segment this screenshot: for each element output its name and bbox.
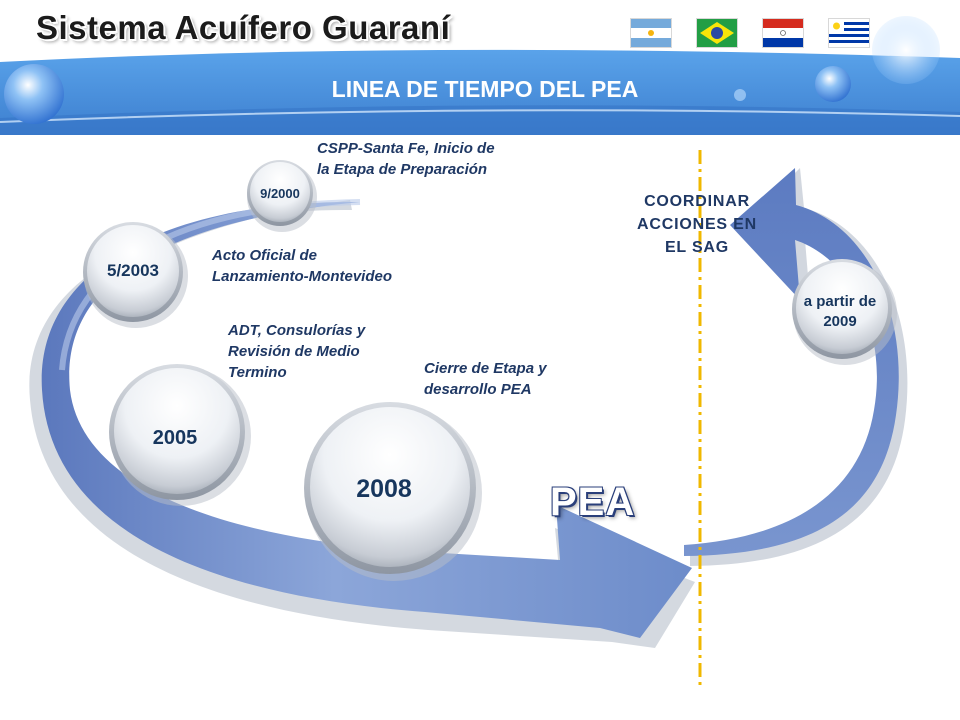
milestone-ball-2005 <box>109 364 251 506</box>
paraguay-flag-icon <box>762 18 804 48</box>
coordinar-line3: EL SAG <box>664 239 730 256</box>
note-acto-oficial: Acto Oficial de Lanzamiento-Montevideo <box>212 245 392 287</box>
milestone-ball-5-2003 <box>83 222 188 328</box>
badge-label-9-2000: 9/2000 <box>260 186 300 201</box>
coordinar-line1: COORDINAR <box>644 193 750 210</box>
coordinar-line2: ACCIONES EN <box>637 216 757 233</box>
page-title: Sistema Acuífero Guaraní <box>36 9 451 46</box>
note-cspp-line2: la Etapa de Preparación <box>317 161 488 178</box>
main-arrow <box>41 201 693 639</box>
note-cierre-line2: desarrollo PEA <box>424 381 532 398</box>
badge-label-2009: a partir de 2009 <box>790 292 890 332</box>
milestone-ball-9-2000 <box>247 160 317 232</box>
argentina-flag-icon <box>630 18 672 48</box>
uruguay-flag-icon <box>828 18 870 48</box>
note-adt-line2: Revisión de Medio <box>228 343 360 360</box>
note-adt-line1: ADT, Consulorías y <box>228 322 366 339</box>
note-cierre-line1: Cierre de Etapa y <box>424 360 547 377</box>
note-acto-line2: Lanzamiento-Montevideo <box>212 268 393 285</box>
badge-label-2009-line1: a partir de <box>803 293 877 310</box>
note-cspp-line1: CSPP-Santa Fe, Inicio de <box>317 140 495 157</box>
page-subtitle: LINEA DE TIEMPO DEL PEA <box>331 76 639 102</box>
milestone-ball-2008 <box>304 402 482 581</box>
note-cierre-etapa: Cierre de Etapa y desarrollo PEA <box>424 358 547 400</box>
badge-label-2009-line2: 2009 <box>823 313 857 330</box>
milestone-ball-2009 <box>792 259 897 365</box>
badge-label-2005: 2005 <box>152 427 198 449</box>
badge-label-5-2003: 5/2003 <box>107 261 159 280</box>
coordinar-acciones-label: COORDINAR ACCIONES EN EL SAG <box>612 190 782 259</box>
note-cspp-santa-fe: CSPP-Santa Fe, Inicio de la Etapa de Pre… <box>317 138 495 180</box>
note-adt-line3: Termino <box>228 364 287 381</box>
badge-label-2008: 2008 <box>356 475 412 503</box>
pea-arrow-label: PEA <box>550 480 636 524</box>
note-acto-line1: Acto Oficial de <box>212 247 318 264</box>
brazil-flag-icon <box>696 18 738 48</box>
note-adt-consultorias: ADT, Consulorías y Revisión de Medio Ter… <box>228 320 365 383</box>
